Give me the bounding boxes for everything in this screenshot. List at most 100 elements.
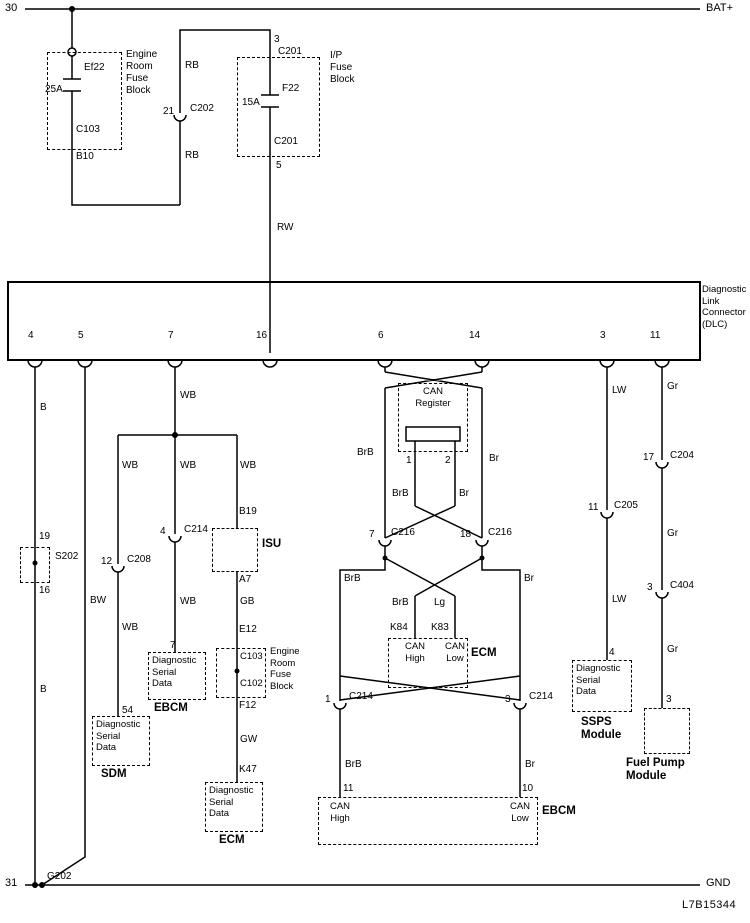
wire-bw-label: BW — [90, 595, 107, 606]
c216-c214-connector-symbols — [333, 539, 527, 710]
ebcm-can-name-label: EBCM — [542, 805, 576, 817]
can-terminating-resistor — [405, 426, 461, 442]
wire-rb-top-label: RB — [185, 60, 199, 71]
c216-right-name-label: C216 — [488, 527, 512, 538]
engine-fuse-block-label: Engine Room Fuse Block — [126, 49, 158, 96]
connector-c103-label: C103 — [76, 124, 100, 135]
wire-wb-right-label: WB — [240, 460, 257, 471]
battery-junction-dot — [69, 6, 75, 12]
register-pin2-label: 2 — [445, 455, 451, 466]
ebcm-serial-data-box — [148, 652, 206, 700]
wb-junction-dot — [172, 432, 178, 438]
c204-name-label: C204 — [670, 450, 694, 461]
c214-bottom-left-pin-label: 1 — [325, 694, 331, 705]
fuse-f22-label: F22 — [282, 83, 300, 94]
wire-rb-bottom-label: RB — [185, 150, 199, 161]
wire-wb-mid2-label: WB — [180, 596, 197, 607]
can-low-tap-dot — [479, 555, 485, 561]
midfuse-c103-label: C103 — [240, 651, 263, 662]
mid-engine-fuse-block-box — [216, 648, 266, 698]
dlc-pin-16: 16 — [256, 330, 268, 341]
ebcm-name-label: EBCM — [154, 702, 188, 714]
dlc-pin-11: 11 — [650, 330, 661, 341]
c204-pin-label: 17 — [643, 452, 655, 463]
wire-lw-top-label: LW — [612, 385, 627, 396]
c214-bottom-right-name-label: C214 — [529, 691, 553, 702]
wire-gb-label: GB — [240, 596, 255, 607]
can-runs — [339, 367, 521, 797]
c216-left-pin-label: 7 — [369, 529, 375, 540]
sdm-serial-data-text: Diagnostic Serial Data — [96, 719, 141, 753]
fuse-ef22-label: Ef22 — [84, 62, 105, 73]
c205-name-label: C205 — [614, 500, 638, 511]
ip-fuse-block-label: I/P Fuse Block — [330, 50, 355, 85]
ecm-pin-k83-label: K83 — [431, 622, 449, 633]
engine-fuse-run — [63, 9, 180, 206]
c208-name-label: C208 — [127, 554, 151, 565]
c214-pin-label: 4 — [160, 526, 166, 537]
ecm-serial-data-box — [205, 782, 263, 832]
dlc-pin-7: 7 — [168, 330, 174, 341]
c216-right-pin-label: 18 — [460, 529, 472, 540]
c202-connector-symbol — [173, 114, 187, 122]
pin-5-out-label: 5 — [276, 160, 282, 171]
diagram-code: L7B15344 — [682, 899, 737, 911]
dlc-pin-4: 4 — [28, 330, 34, 341]
wire-wb-mid-label: WB — [180, 460, 197, 471]
dlc-outline — [7, 281, 701, 368]
power-feed-wires — [25, 6, 700, 353]
s202-pin-16-label: 16 — [39, 585, 51, 596]
wire-brb-register-label: BrB — [392, 488, 409, 499]
isu-pin-in-label: B19 — [239, 506, 257, 517]
s202-splice-dot — [32, 560, 38, 566]
can-register-box — [398, 383, 468, 452]
pin-b10-label: B10 — [76, 151, 94, 162]
can-high-tap-dot — [382, 555, 388, 561]
rail-gnd-label: GND — [706, 877, 731, 889]
ebcm-pin-11-label: 11 — [343, 783, 354, 794]
ground-junction-dot-b — [32, 882, 38, 888]
c201-in-name-label: C201 — [278, 46, 302, 57]
ssps-serial-data-text: Diagnostic Serial Data — [576, 663, 621, 697]
ssps-serial-data-box — [572, 660, 632, 712]
wire-br-ebcm-label: Br — [525, 759, 535, 770]
ssps-fuel-runs — [606, 367, 663, 708]
c205-c204-c404-connector-symbols — [600, 461, 669, 599]
dlc-pin-14: 14 — [469, 330, 481, 341]
fuel-pump-module-name: Fuel Pump Module — [626, 757, 685, 782]
wire-wb-left2-label: WB — [122, 622, 139, 633]
c214-bottom-right-pin-label: 3 — [505, 694, 511, 705]
ip-fuse-run — [179, 29, 279, 353]
s202-splice-box — [20, 547, 50, 583]
ground-junction-dot-bw — [39, 882, 45, 888]
midfuse-pin-in-label: E12 — [239, 624, 257, 635]
s202-name-label: S202 — [55, 551, 79, 562]
wire-lw-bottom-label: LW — [612, 594, 627, 605]
ecm-serial-data-text: Diagnostic Serial Data — [209, 785, 254, 819]
wire-rw-label: RW — [277, 222, 294, 233]
ebcm-pin-10-label: 10 — [522, 783, 534, 794]
rail-31-label: 31 — [5, 877, 18, 889]
ecm-can-name-label: ECM — [471, 647, 497, 659]
midfuse-junction-dot — [234, 668, 240, 674]
serial-data-wires — [111, 367, 240, 782]
dlc-pin-6: 6 — [378, 330, 384, 341]
c201-out-name-label: C201 — [274, 136, 298, 147]
fuel-pin-label: 3 — [666, 694, 672, 705]
c214-name-label: C214 — [184, 524, 208, 535]
fuel-pump-module-box — [644, 708, 690, 754]
wire-wb-stem-label: WB — [180, 390, 197, 401]
c202-pin-label: 21 — [163, 106, 175, 117]
register-pin1-label: 1 — [406, 455, 412, 466]
ebcm-can-box — [318, 797, 538, 845]
s202-pin-19-label: 19 — [39, 531, 51, 542]
c214-bottom-left-name-label: C214 — [349, 691, 373, 702]
dlc-pin-cavities — [27, 359, 670, 368]
ebcm-serial-data-text: Diagnostic Serial Data — [152, 655, 197, 689]
midfuse-pin-out-label: F12 — [239, 700, 257, 711]
fuse-ef22-rating: 25A — [45, 84, 63, 95]
right-branch-wires — [600, 367, 669, 708]
can-bus-wires — [333, 367, 527, 797]
wire-lg-k83-label: Lg — [434, 597, 446, 608]
c208-c214-connector-symbols — [111, 535, 182, 573]
